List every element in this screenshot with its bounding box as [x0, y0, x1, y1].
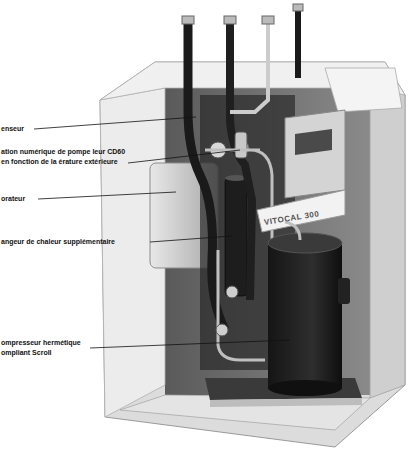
- brand-name: VITOCAL 300: [263, 209, 320, 227]
- part-label: ation numérique de pompe leur CD60 en fo…: [1, 147, 126, 167]
- part-label: orateur: [1, 194, 37, 204]
- part-label: ompresseur hermétique ompliant Scroll: [1, 338, 89, 358]
- part-label: enseur: [1, 124, 33, 134]
- part-label: angeur de chaleur supplémentaire: [1, 237, 149, 247]
